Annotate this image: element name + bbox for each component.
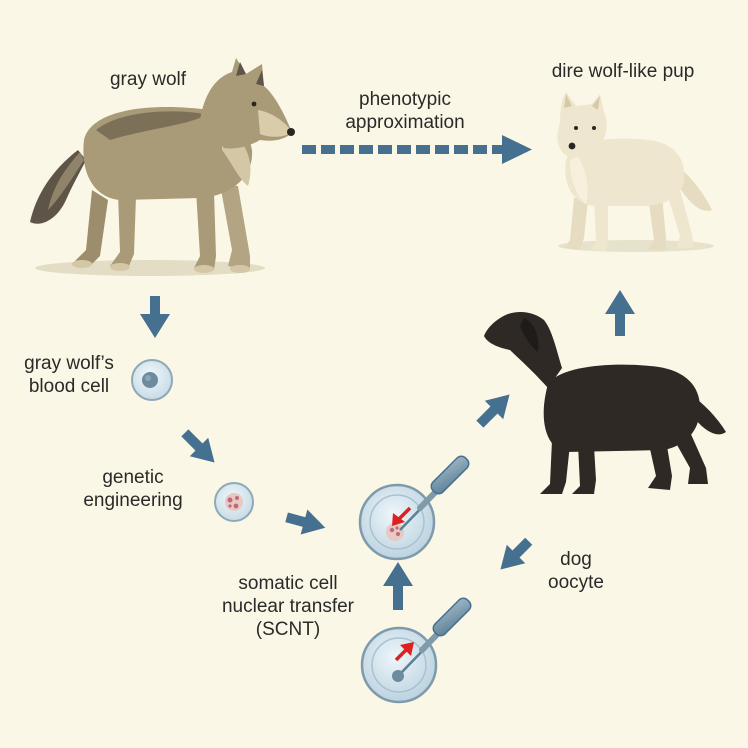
genetic-line-2: engineering: [70, 489, 196, 512]
phenotypic-approximation-label: phenotypic approximation: [330, 88, 480, 134]
gray-wolf-label: gray wolf: [88, 68, 208, 91]
scnt-line-1: somatic cell: [208, 572, 368, 595]
dog-line-2: oocyte: [538, 571, 614, 594]
phenotypic-line-2: approximation: [330, 111, 480, 134]
scnt-line-3: (SCNT): [208, 618, 368, 641]
gray-wolf-blood-cell: [132, 360, 172, 400]
arrow-genetic-to-egg: [283, 505, 328, 540]
arrow-blood-to-genetic: [176, 424, 224, 472]
arrow-wolf-to-blood-cell: [140, 296, 170, 338]
dire-wolf-pup-illustration: [557, 92, 714, 252]
gray-wolf-text: gray wolf: [110, 69, 186, 90]
blood-line-2: blood cell: [14, 375, 124, 398]
dog-oocyte-label: dog oocyte: [538, 548, 614, 594]
arrow-oocyte-up: [383, 562, 413, 610]
blood-line-1: gray wolf’s: [14, 352, 124, 375]
genetic-line-1: genetic: [70, 466, 196, 489]
dog-silhouette: [484, 312, 726, 494]
pup-text: dire wolf-like pup: [552, 61, 695, 82]
dog-oocyte-egg: [362, 628, 436, 702]
phenotypic-line-1: phenotypic: [330, 88, 480, 111]
blood-cell-label: gray wolf’s blood cell: [14, 352, 124, 398]
phenotypic-dotted-arrow: [302, 135, 532, 164]
scnt-label: somatic cell nuclear transfer (SCNT): [208, 572, 368, 641]
arrow-dog-to-pup: [605, 290, 635, 336]
scnt-line-2: nuclear transfer: [208, 595, 368, 618]
nuclear-transfer-egg: [360, 485, 434, 559]
arrow-oocyte-from-dog: [491, 532, 538, 579]
dog-line-1: dog: [538, 548, 614, 571]
genetic-engineering-label: genetic engineering: [70, 466, 196, 512]
pup-label: dire wolf-like pup: [528, 60, 718, 83]
engineered-cell: [215, 483, 253, 521]
arrow-egg-to-dog: [471, 385, 519, 433]
